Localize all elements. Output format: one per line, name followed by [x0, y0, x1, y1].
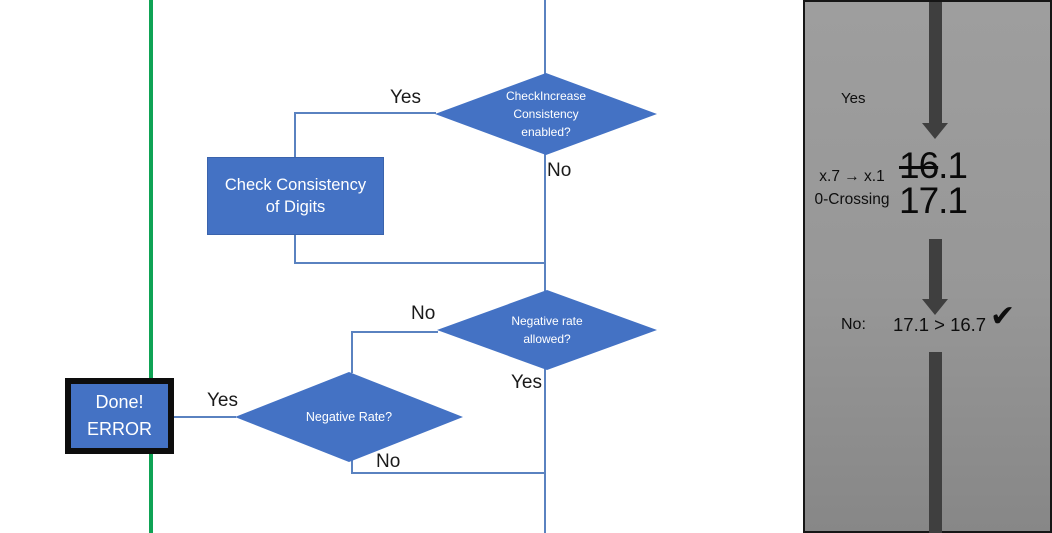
crossing-values: 16.1 17.1 — [899, 145, 968, 221]
connector-process-out-h — [294, 262, 546, 264]
terminal-text-line: ERROR — [86, 419, 152, 439]
old-value-rest: .1 — [938, 145, 968, 186]
zero-crossing-rule: x.7 → x.1 0-Crossing — [806, 165, 898, 211]
connector-decision3-no-h — [351, 472, 546, 474]
decision-text-line: CheckIncrease — [505, 89, 587, 103]
connector-decision2-no-v — [351, 331, 353, 373]
edge-label-yes: Yes — [207, 390, 238, 411]
connector-decision3-yes-h — [173, 416, 236, 418]
decision-negative-rate-allowed: Negative rate allowed? — [437, 290, 657, 370]
process-check-consistency-of-digits: Check Consistency of Digits — [207, 157, 384, 235]
decision-text-line: Negative Rate? — [305, 410, 393, 424]
terminal-done-error: Done! ERROR — [65, 378, 174, 454]
connector-decision2-no-h — [352, 331, 438, 333]
connector-process-out-v — [294, 235, 296, 264]
new-value: 17.1 — [899, 180, 968, 221]
old-value-struck: 16 — [899, 145, 939, 186]
decision-text-line: allowed? — [523, 332, 571, 346]
decision-negative-rate: Negative Rate? — [235, 372, 463, 462]
edge-label-yes: Yes — [390, 87, 421, 108]
decision-checkincrease-consistency: CheckIncrease Consistency enabled? — [435, 73, 657, 155]
decision-text-line: Consistency — [513, 107, 579, 121]
result-no-label: No: — [841, 316, 866, 333]
connector-decision1-yes-h — [295, 112, 436, 114]
rule-line: x.7 → x.1 — [819, 168, 885, 185]
down-arrow-shaft — [929, 239, 942, 299]
panel-yes-label: Yes — [841, 90, 866, 107]
process-text-line: of Digits — [265, 198, 326, 216]
decision-text-line: enabled? — [521, 125, 571, 139]
connector-top-into-decision1 — [544, 0, 546, 75]
down-arrow-icon — [922, 123, 948, 139]
checkmark-icon: ✔ — [990, 300, 1016, 333]
edge-label-no: No — [411, 303, 436, 324]
old-value: 16.1 — [899, 145, 968, 186]
green-vertical-line — [149, 0, 153, 533]
decision-text-line: Negative rate — [511, 314, 583, 328]
edge-label-yes: Yes — [511, 372, 542, 393]
down-arrow-shaft — [929, 352, 942, 533]
connector-decision1-yes-v — [294, 112, 296, 158]
edge-label-no: No — [547, 160, 572, 181]
side-annotation-panel: Yes x.7 → x.1 0-Crossing 16.1 17.1 No: 1… — [803, 0, 1052, 533]
down-arrow-shaft — [929, 2, 942, 123]
connector-decision3-no-v — [351, 460, 353, 474]
connector-decision1-no-v — [544, 153, 546, 291]
connector-decision2-yes-v — [544, 369, 546, 533]
process-text-line: Check Consistency — [224, 176, 367, 194]
terminal-text-line: Done! — [95, 392, 144, 412]
edge-label-no: No — [376, 451, 401, 472]
rule-line: 0-Crossing — [814, 191, 890, 208]
down-arrow-icon — [922, 299, 948, 315]
result-comparison: 17.1 > 16.7 — [893, 314, 987, 335]
